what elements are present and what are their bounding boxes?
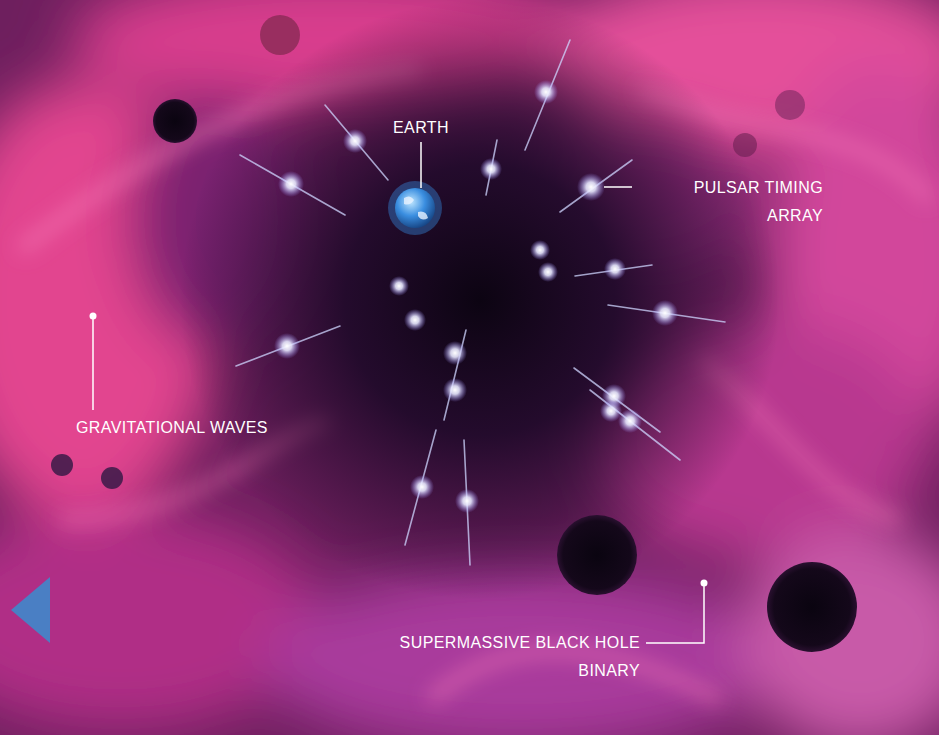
earth-label: EARTH [360, 114, 482, 142]
binary-label: SUPERMASSIVE BLACK HOLE BINARY [392, 629, 640, 685]
pulsar-label: PULSAR TIMING ARRAY [637, 174, 823, 230]
waves-label: GRAVITATIONAL WAVES [76, 414, 366, 442]
